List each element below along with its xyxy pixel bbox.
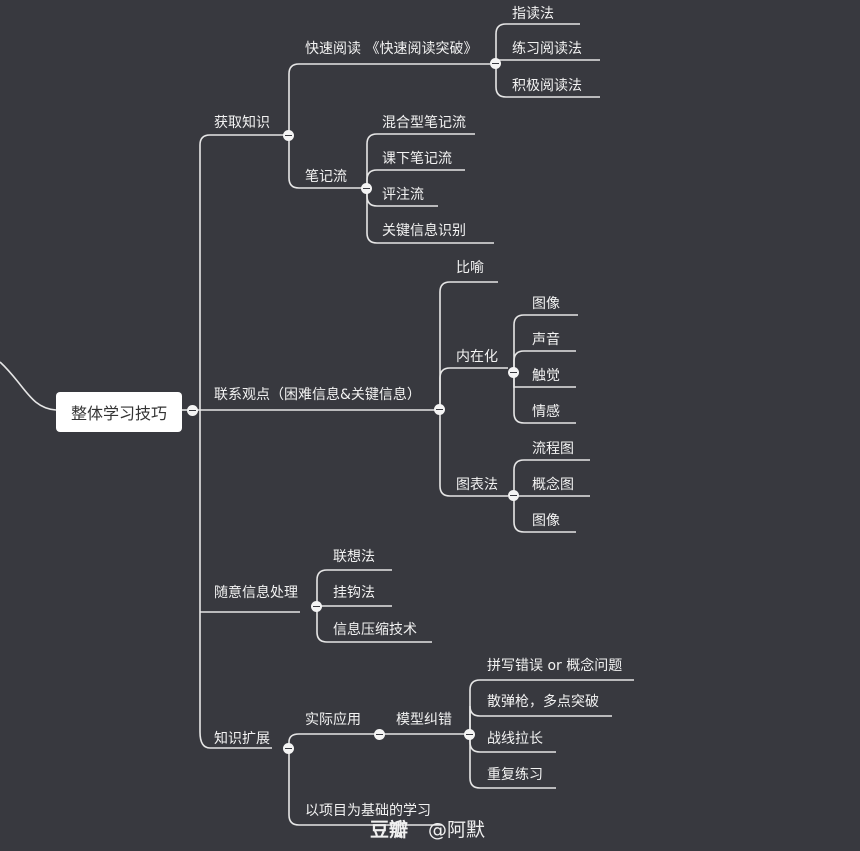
collapse-toggle-fast-read[interactable] (490, 58, 501, 69)
leaf-key-info[interactable]: 关键信息识别 (382, 223, 466, 239)
collapse-toggle-random[interactable] (311, 601, 322, 612)
watermark-user: @阿默 (428, 819, 486, 841)
node-notes[interactable]: 笔记流 (305, 169, 347, 185)
node-connect[interactable]: 联系观点（困难信息&关键信息） (214, 387, 421, 403)
leaf-mixed-notes[interactable]: 混合型笔记流 (382, 115, 466, 131)
collapse-toggle-model[interactable] (464, 729, 475, 740)
leaf-concept-map[interactable]: 概念图 (532, 477, 574, 493)
leaf-annotation[interactable]: 评注流 (382, 187, 424, 203)
collapse-toggle-acquire[interactable] (283, 130, 294, 141)
leaf-flowchart[interactable]: 流程图 (532, 441, 574, 457)
node-fast-read[interactable]: 快速阅读 《快速阅读突破》 (305, 41, 478, 57)
leaf-association[interactable]: 联想法 (333, 549, 375, 565)
leaf-shotgun[interactable]: 散弹枪，多点突破 (487, 694, 599, 710)
collapse-toggle-internal[interactable] (508, 367, 519, 378)
collapse-toggle-notes[interactable] (361, 183, 372, 194)
node-practice[interactable]: 实际应用 (305, 712, 361, 728)
node-extend[interactable]: 知识扩展 (214, 731, 270, 747)
leaf-finger-reading[interactable]: 指读法 (512, 6, 554, 22)
leaf-image[interactable]: 图像 (532, 296, 560, 312)
leaf-extend-front[interactable]: 战线拉长 (487, 731, 543, 747)
leaf-compress[interactable]: 信息压缩技术 (333, 622, 417, 638)
collapse-toggle-root[interactable] (187, 405, 198, 416)
leaf-spelling[interactable]: 拼写错误 or 概念问题 (487, 658, 623, 674)
leaf-emotion[interactable]: 情感 (532, 404, 560, 420)
leaf-project-learning[interactable]: 以项目为基础的学习 (305, 803, 431, 819)
collapse-toggle-practice[interactable] (374, 729, 385, 740)
node-random[interactable]: 随意信息处理 (214, 585, 298, 601)
leaf-touch[interactable]: 触觉 (532, 368, 560, 384)
watermark-site: 豆瓣 (370, 819, 409, 841)
node-internal[interactable]: 内在化 (456, 349, 498, 365)
leaf-metaphor[interactable]: 比喻 (456, 260, 484, 276)
node-chart[interactable]: 图表法 (456, 477, 498, 493)
leaf-after-class-notes[interactable]: 课下笔记流 (382, 151, 452, 167)
leaf-practice-reading[interactable]: 练习阅读法 (512, 41, 582, 57)
collapse-toggle-connect[interactable] (434, 404, 445, 415)
leaf-sound[interactable]: 声音 (532, 332, 560, 348)
collapse-toggle-extend[interactable] (283, 743, 294, 754)
leaf-active-reading[interactable]: 积极阅读法 (512, 78, 582, 94)
collapse-toggle-chart[interactable] (508, 490, 519, 501)
node-acquire[interactable]: 获取知识 (214, 115, 270, 131)
node-model-correction[interactable]: 模型纠错 (396, 712, 452, 728)
root-node[interactable]: 整体学习技巧 (56, 392, 182, 432)
leaf-repeat[interactable]: 重复练习 (487, 767, 543, 783)
leaf-peg[interactable]: 挂钩法 (333, 585, 375, 601)
leaf-chart-image[interactable]: 图像 (532, 513, 560, 529)
